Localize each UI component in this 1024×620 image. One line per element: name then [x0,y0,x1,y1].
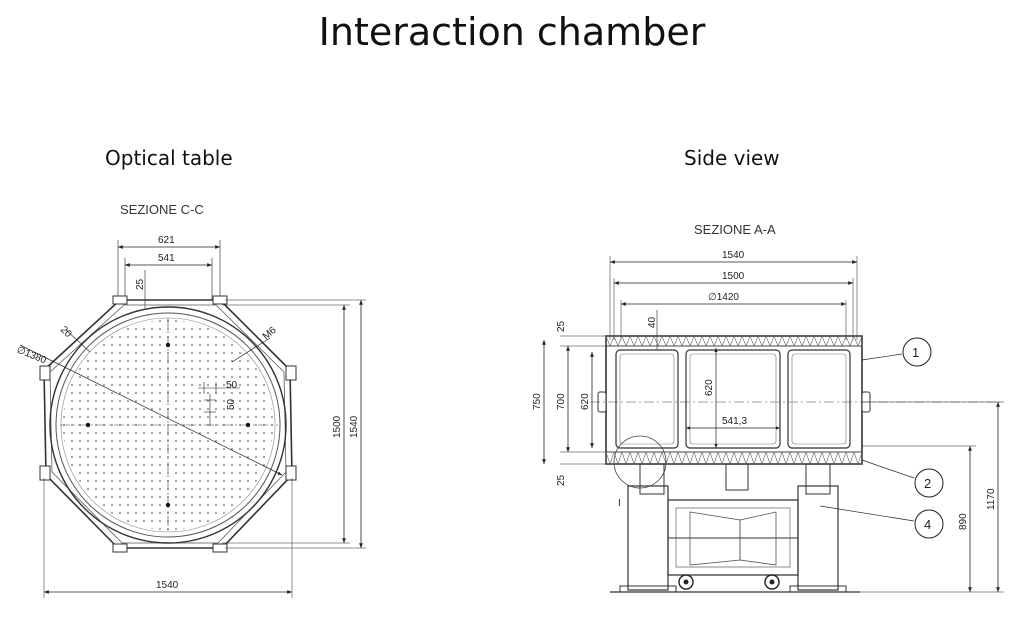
side-view: SEZIONE A-A 1540 1500 ∅1420 40 [532,222,1004,593]
dim-diameter-1380: ∅1380 [15,345,48,367]
dim-750: 750 [532,393,543,410]
dim-25-flange: 25 [135,278,146,290]
dim-1170: 1170 [986,488,997,510]
dim-620: 620 [580,393,591,410]
dim-side-1540: 1540 [722,250,745,261]
dim-1540-h: 1540 [156,580,179,591]
dim-1500: 1500 [332,415,343,438]
page-title: Interaction chamber [318,10,706,54]
balloon-1: 1 [912,345,919,360]
optical-table-view: SEZIONE C-C 621 541 25 [15,202,366,598]
dim-50-h: 50 [226,380,238,391]
balloon-2: 2 [924,476,931,491]
side-view-caption: Side view [684,146,780,170]
detail-label: I [618,498,621,509]
dim-1540-v: 1540 [349,415,360,438]
section-label-c: SEZIONE C-C [120,202,204,217]
dim-541: 541 [158,253,175,264]
balloon-4: 4 [924,517,931,532]
dim-20-wall: 20 [58,324,74,340]
dim-40: 40 [647,316,658,328]
dim-621: 621 [158,235,175,246]
dim-620-inner: 620 [704,379,715,396]
optical-table-caption: Optical table [105,146,233,170]
dim-541-3: 541,3 [722,416,747,427]
dim-side-diameter: ∅1420 [708,292,739,303]
dim-890: 890 [958,513,969,530]
dim-side-1500: 1500 [722,271,745,282]
section-label-a: SEZIONE A-A [694,222,776,237]
dim-50-v: 50 [226,398,237,410]
dim-25-top: 25 [556,320,567,332]
dim-700: 700 [556,393,567,410]
dim-m6: M6 [261,325,279,343]
dim-25-bottom: 25 [556,474,567,486]
